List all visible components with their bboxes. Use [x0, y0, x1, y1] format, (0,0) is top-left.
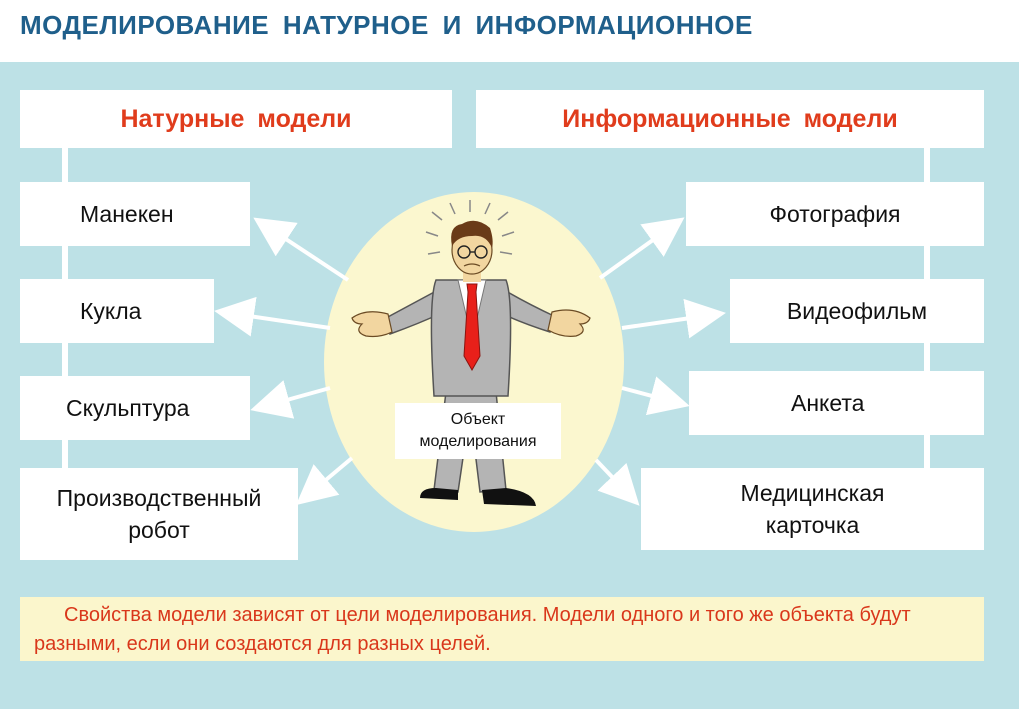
arrow-to-doll — [214, 296, 331, 337]
arrow-to-photo — [598, 217, 685, 280]
natural-model-item: Манекен — [20, 182, 250, 246]
arrow-to-survey — [621, 376, 690, 416]
information-models-header: Информационные модели — [476, 90, 984, 148]
arrow-to-video — [621, 298, 726, 339]
modeling-object-label: Объект моделирования — [395, 403, 561, 459]
arrow-to-mannequin — [253, 217, 350, 282]
businessman-shrugging-illustration — [351, 200, 591, 506]
information-model-item: Видеофильм — [730, 279, 984, 343]
arrow-to-sculpture — [250, 380, 331, 419]
information-model-item: Фотография — [686, 182, 984, 246]
natural-model-item: Скульптура — [20, 376, 250, 440]
natural-model-item: Кукла — [20, 279, 214, 343]
natural-model-item: Производственный робот — [20, 468, 298, 560]
information-model-item: Медицинская карточка — [641, 468, 984, 550]
natural-models-header: Натурные модели — [20, 90, 452, 148]
arrow-to-medical-card — [594, 458, 640, 506]
information-model-item: Анкета — [689, 371, 984, 435]
conclusion-text: Свойства модели зависят от цели моделиро… — [34, 604, 911, 655]
conclusion-note: Свойства модели зависят от цели моделиро… — [20, 597, 984, 661]
page-title: МОДЕЛИРОВАНИЕ НАТУРНОЕ И ИНФОРМАЦИОННОЕ — [20, 10, 753, 40]
arrow-to-robot — [295, 456, 354, 506]
arrows — [214, 217, 726, 506]
